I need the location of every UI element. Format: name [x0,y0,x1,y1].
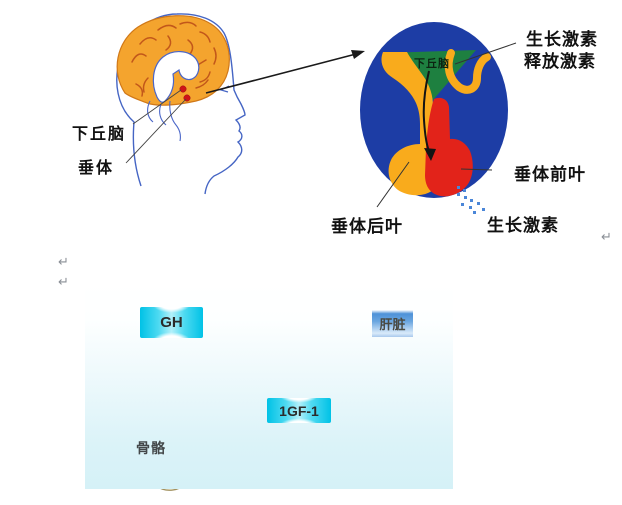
gh-box: GH [140,307,203,338]
stalk-hook [444,49,491,94]
paragraph-return-icon: ↵ [58,254,69,269]
head-label-pointer-lines [125,89,187,164]
ghrh-label-line1: 生长激素 [526,30,598,49]
ghrh-arrowhead-icon [424,148,436,161]
head-pituitary-label: 垂体 [78,160,115,177]
oval-hypothalamus-tag: 下丘脑 [414,58,450,70]
posterior-lobe-label: 垂体后叶 [331,217,403,236]
ghrh-arrow [422,70,430,152]
growth-hormone-label: 生长激素 [487,216,559,235]
hypothalamus-marker-dot [179,85,187,93]
anterior-lobe-shape [425,97,473,197]
igf1-box: 1GF-1 [267,398,331,423]
pituitary-oval-illustration [360,22,517,214]
bone-label: 骨骼 [136,440,166,456]
oval-label-pointer-lines [376,42,517,208]
paragraph-return-icon: ↵ [58,274,69,289]
head-hypothalamus-label: 下丘脑 [72,126,127,143]
ghrh-label-line2: 释放激素 [524,52,596,71]
liver-label-box: 肝脏 [372,310,413,337]
liver-label: 肝脏 [379,317,406,332]
magnify-arrow [205,50,365,94]
head-profile-illustration [116,13,246,195]
growth-hormone-dots [457,186,485,214]
magnify-arrowhead-icon [351,50,365,59]
anterior-lobe-label: 垂体前叶 [514,165,586,184]
gh-box-label: GH [160,314,183,331]
igf1-box-label: 1GF-1 [279,402,319,419]
paragraph-return-icon: ↵ [601,229,612,244]
brain-gyri-lines [131,21,217,97]
brainstem-lines [147,100,181,142]
pituitary-stalk [381,52,433,146]
